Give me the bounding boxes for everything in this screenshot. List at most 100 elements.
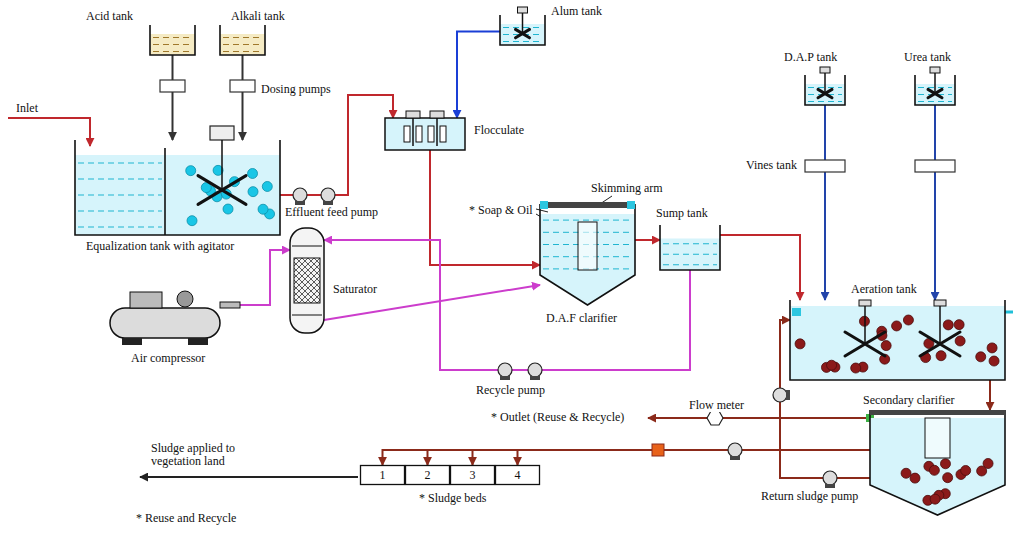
process-unit: Urea tank: [915, 75, 955, 105]
bubble: [955, 336, 965, 346]
pipe-connector: [635, 239, 660, 241]
sludge-bed: [496, 466, 540, 485]
bubble: [929, 465, 939, 475]
agitator-motor: [930, 67, 940, 73]
pipe-connector: [280, 95, 393, 195]
unit-shape: [290, 228, 324, 333]
water-line: [543, 220, 632, 221]
part-label: * Outlet (Reuse & Recycle): [490, 411, 625, 424]
water: [75, 155, 165, 235]
pump-symbol: [321, 188, 335, 205]
water-line: [153, 51, 192, 52]
belt-wheel: [177, 291, 193, 307]
water: [220, 34, 265, 55]
bubble: [186, 166, 196, 176]
vessel-seam: [292, 246, 322, 315]
unit-shape: [220, 25, 265, 55]
process-unit: Equalization tank with agitator: [75, 140, 280, 235]
process-unit: Secondary clarifier: [870, 410, 1005, 515]
water-line: [663, 254, 717, 255]
bed-number: 4: [514, 469, 522, 482]
paddle: [440, 126, 446, 142]
bubble: [943, 473, 953, 483]
agitator-shaft: [221, 140, 223, 190]
skimming-arm: [870, 410, 1005, 415]
process-unit: Acid tank: [150, 25, 195, 55]
skimming-arm: [540, 202, 635, 208]
bubble: [943, 320, 953, 330]
bubble: [977, 466, 987, 476]
paddle-shaft: [412, 118, 414, 146]
process-unit: Flocculate: [385, 118, 465, 150]
unit-shape: [805, 75, 845, 105]
water-line: [808, 101, 842, 102]
process-unit: Alum tank: [500, 15, 545, 45]
pump-base: [825, 484, 835, 488]
pipe-connector: [428, 450, 871, 465]
unit-shape: [660, 225, 720, 270]
bubble: [892, 321, 902, 331]
pump-body: [823, 471, 837, 485]
process-unit: Air compressor: [110, 290, 240, 345]
unit-shape: [915, 75, 955, 105]
pipe-connector: [457, 32, 500, 119]
pump-base: [500, 376, 510, 380]
bubble: [989, 356, 999, 366]
pump-base: [730, 456, 740, 460]
process-unit: Alkali tank: [220, 25, 265, 55]
unit-label: Alum tank: [550, 5, 603, 18]
unit-label: Saturator: [332, 283, 378, 296]
pump-symbol: [293, 188, 307, 205]
paddle: [416, 126, 422, 142]
sludge-bed-box: 1: [360, 465, 405, 485]
agitator-blade: [516, 29, 530, 37]
process-unit: D.A.P tank: [805, 75, 845, 105]
skimmer-end: [627, 201, 635, 209]
bubble: [248, 187, 258, 197]
compressor-foot: [188, 338, 208, 345]
bubble: [187, 216, 197, 226]
unit-label: D.A.F clarifier: [545, 312, 618, 325]
bubble: [910, 473, 920, 483]
unit-label: Sump tank: [655, 207, 709, 220]
tank-wall: [150, 25, 195, 55]
unit-label: Secondary clarifier: [862, 394, 956, 407]
unit-shape: [790, 300, 1005, 380]
pipe-connector: [824, 105, 826, 300]
centre-well: [925, 418, 950, 458]
dosing-pump: [230, 80, 255, 92]
water-line: [78, 179, 162, 180]
unit-shape: [75, 140, 280, 235]
sludge-bed-box: 2: [405, 465, 450, 485]
unit-shape: [150, 25, 195, 55]
pipe-connector: [720, 235, 800, 300]
unit-label: Flocculate: [473, 124, 525, 137]
inlet-pipe: [8, 118, 90, 146]
pipe-connector: [240, 250, 290, 305]
compressor-foot: [122, 338, 142, 345]
paddle: [428, 126, 434, 142]
sludge-bed: [361, 466, 405, 485]
bubble: [930, 494, 940, 504]
part-label: Effluent feed pump: [284, 206, 379, 219]
water-line: [223, 51, 262, 52]
flow-meter-symbol: [707, 411, 723, 425]
paddle-shaft: [436, 118, 438, 146]
pump-body: [321, 188, 335, 202]
pump-base: [295, 201, 305, 205]
pipe-connector: [430, 150, 540, 265]
pump-body: [498, 363, 512, 377]
agitator-motor: [820, 67, 830, 73]
centre-well: [578, 222, 597, 270]
agitator-blade: [920, 332, 960, 356]
pipe-connector: [989, 380, 991, 410]
pipe-connector: [934, 105, 936, 300]
pump-symbol: [498, 363, 512, 380]
water-line: [78, 195, 162, 196]
part-label: * Reuse and Recycle: [135, 512, 237, 525]
water-line: [153, 37, 192, 38]
flocculator-motor: [430, 111, 444, 118]
water-line: [918, 101, 952, 102]
unit-shape: [870, 410, 1005, 515]
